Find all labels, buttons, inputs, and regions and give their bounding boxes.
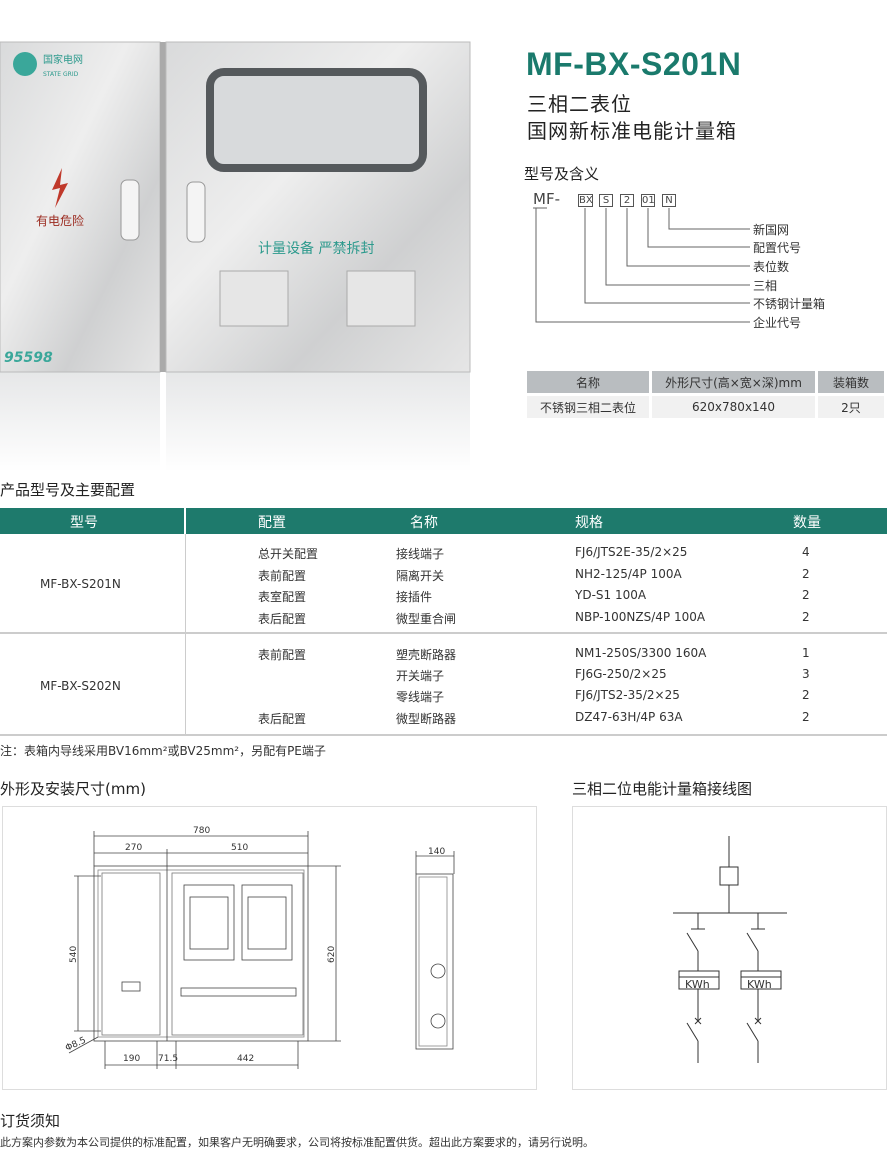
model-meaning-leader-lines — [533, 207, 750, 323]
col-header: 配置 — [258, 515, 286, 531]
dim-620: 620 — [327, 946, 337, 963]
code-box: N — [662, 194, 676, 207]
table-header: 型号 配置 名称 规格 数量 — [0, 508, 887, 534]
model-cell: MF-BX-S202N — [40, 679, 121, 693]
col-header: 规格 — [575, 515, 603, 531]
config-cell: 表室配置 — [258, 590, 307, 604]
branch-1 — [678, 913, 720, 1063]
spec-cell: 620x780x140 — [652, 396, 815, 418]
spec-cell: FJ6/JTS2E-35/2×25 — [575, 545, 688, 559]
qty-cell: 1 — [802, 646, 810, 660]
qty-cell: 2 — [802, 567, 810, 581]
spec-cell: NH2-125/4P 100A — [575, 567, 682, 581]
product-description: 国网新标准电能计量箱 — [527, 119, 737, 143]
qty-cell: 2 — [802, 688, 810, 702]
spec-cell: FJ6/JTS2-35/2×25 — [575, 688, 680, 702]
code-box: S — [599, 194, 613, 207]
config-cell: 总开关配置 — [258, 547, 319, 561]
door-handle — [120, 179, 140, 241]
dim-780: 780 — [193, 826, 210, 836]
code-box: 2 — [620, 194, 634, 207]
dim-442: 442 — [237, 1054, 254, 1064]
product-photo: 国家电网 STATE GRID 有电危险 计量设备 严禁拆封 95598 — [0, 41, 471, 472]
dim-71-5: 71.5 — [158, 1054, 178, 1064]
model-cell: MF-BX-S201N — [40, 577, 121, 591]
meter-2-label: KWh — [747, 978, 772, 991]
spec-cell: FJ6G-250/2×25 — [575, 667, 667, 681]
config-cell: 表后配置 — [258, 712, 307, 726]
product-subtitle: 三相二表位 — [527, 92, 632, 116]
qty-cell: 3 — [802, 667, 810, 681]
spec-header: 名称 — [527, 371, 649, 393]
logo-text: 国家电网 — [43, 53, 83, 66]
dim-510: 510 — [231, 843, 248, 853]
config-cell: 表前配置 — [258, 648, 307, 662]
qty-cell: 2 — [802, 710, 810, 724]
name-cell: 开关端子 — [396, 669, 445, 683]
meaning-label: 表位数 — [753, 260, 790, 274]
door-handle — [186, 181, 206, 243]
spec-cell: DZ47-63H/4P 63A — [575, 710, 683, 724]
name-cell: 微型断路器 — [396, 712, 457, 726]
spec-cell: 2只 — [818, 396, 884, 418]
dim-270: 270 — [125, 843, 142, 853]
svg-text:计量设备 严禁拆封: 计量设备 严禁拆封 — [258, 240, 374, 257]
wiring-heading: 三相二位电能计量箱接线图 — [572, 780, 753, 798]
svg-text:95598: 95598 — [4, 350, 53, 366]
branch-2 — [740, 913, 782, 1063]
col-header: 名称 — [410, 515, 438, 531]
meaning-label: 新国网 — [753, 223, 790, 237]
meaning-label: 企业代号 — [753, 316, 802, 330]
config-heading: 产品型号及主要配置 — [0, 481, 136, 499]
svg-text:有电危险: 有电危险 — [36, 213, 84, 228]
dim-140: 140 — [428, 847, 445, 857]
spec-cell: NM1-250S/3300 160A — [575, 646, 707, 660]
config-table: 型号 配置 名称 规格 数量 — [0, 508, 887, 534]
col-header: 数量 — [793, 515, 821, 531]
dim-540: 540 — [69, 946, 79, 963]
order-notice: 此方案内参数为本公司提供的标准配置，如果客户无明确要求，公司将按标准配置供货。超… — [0, 1136, 594, 1149]
svg-text:STATE GRID: STATE GRID — [43, 71, 79, 78]
name-cell: 接插件 — [396, 590, 433, 604]
model-prefix: MF- — [533, 190, 560, 208]
meter-window — [206, 68, 427, 172]
qty-cell: 2 — [802, 588, 810, 602]
name-cell: 接线端子 — [396, 547, 445, 561]
state-grid-logo-icon — [13, 52, 37, 76]
meaning-label: 配置代号 — [753, 241, 802, 255]
config-cell: 表前配置 — [258, 569, 307, 583]
main-breaker — [719, 866, 739, 886]
dim-hole: Φ8.5 — [64, 1036, 88, 1054]
code-box: BX — [578, 194, 593, 207]
spec-header: 外形尺寸(高×宽×深)mm — [652, 371, 815, 393]
meaning-label: 不锈钢计量箱 — [753, 297, 826, 311]
meaning-label: 三相 — [753, 279, 778, 293]
spec-cell: YD-S1 100A — [575, 588, 647, 602]
name-cell: 微型重合闸 — [396, 612, 457, 626]
code-box: 01 — [641, 194, 655, 207]
spec-cell: 不锈钢三相二表位 — [527, 396, 649, 418]
qty-cell: 4 — [802, 545, 810, 559]
wiring-diagram: KWh KWh — [572, 806, 887, 1090]
qty-cell: 2 — [802, 610, 810, 624]
model-meaning-heading: 型号及含义 — [524, 165, 600, 183]
name-cell: 塑壳断路器 — [396, 648, 457, 662]
dimension-drawing: 780 270 510 540 620 Φ8.5 190 71.5 442 14… — [2, 806, 537, 1090]
spec-header: 装箱数 — [818, 371, 884, 393]
dimensions-heading: 外形及安装尺寸(mm) — [0, 780, 146, 798]
dim-190: 190 — [123, 1054, 140, 1064]
config-cell: 表后配置 — [258, 612, 307, 626]
name-cell: 零线端子 — [396, 690, 445, 704]
col-header: 型号 — [70, 515, 98, 531]
product-model-title: MF-BX-S201N — [526, 46, 742, 82]
spec-cell: NBP-100NZS/4P 100A — [575, 610, 706, 624]
table-note: 注：表箱内导线采用BV16mm²或BV25mm²，另配有PE端子 — [0, 744, 326, 758]
lightning-icon — [52, 168, 68, 208]
meter-1-label: KWh — [685, 978, 710, 991]
name-cell: 隔离开关 — [396, 569, 445, 583]
order-heading: 订货须知 — [0, 1112, 61, 1130]
